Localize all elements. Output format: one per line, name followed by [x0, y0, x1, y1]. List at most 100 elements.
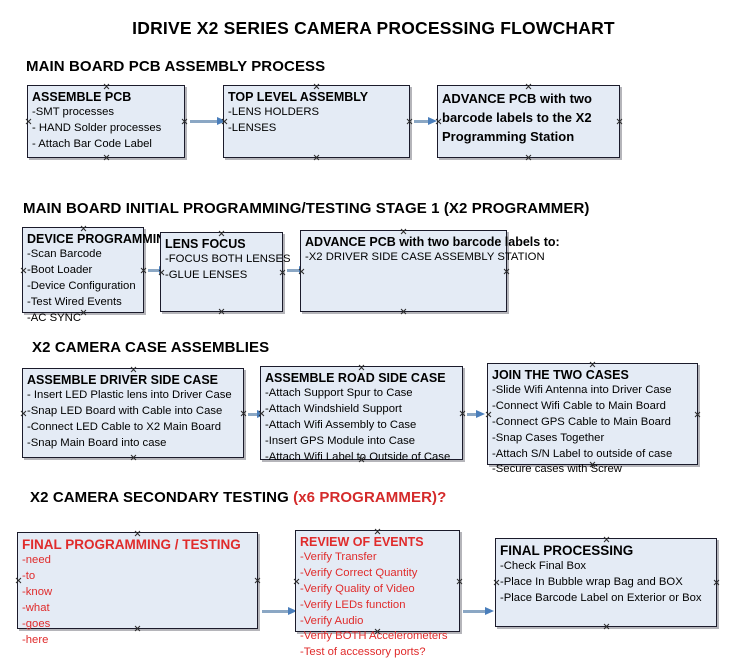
connector-handle-bottom[interactable] — [525, 154, 532, 161]
connector-handle-top[interactable] — [374, 528, 381, 535]
node-line: -goes — [22, 617, 51, 630]
connector-handle-right[interactable] — [503, 268, 510, 275]
connector-handle-right[interactable] — [694, 411, 701, 418]
connector-handle-right[interactable] — [616, 118, 623, 125]
connector-handle-top[interactable] — [603, 536, 610, 543]
node-lines: -Scan Barcode -Boot Loader -Device Confi… — [27, 247, 139, 326]
connector-handle-bottom[interactable] — [313, 154, 320, 161]
connector-handle-right[interactable] — [279, 269, 286, 276]
node-final-programming-testing[interactable]: FINAL PROGRAMMING / TESTING -need -to -k… — [15, 530, 261, 646]
node-join-the-two-cases[interactable]: JOIN THE TWO CASES -Slide Wifi Antenna i… — [485, 361, 701, 475]
node-line: -Connect LED Cable to X2 Main Board — [27, 420, 222, 433]
node-line: -Insert GPS Module into Case — [265, 434, 416, 447]
node-title: ASSEMBLE ROAD SIDE CASE — [265, 371, 446, 385]
node-lines: -Check Final Box -Place In Bubble wrap B… — [500, 559, 712, 606]
node-line: -Boot Loader — [27, 264, 93, 277]
section-heading-x2-camera-secondary-testing: X2 CAMERA SECONDARY TESTING (x6 PROGRAMM… — [30, 489, 446, 506]
arrow-lens-focus-to-advance-pcb-driver-side — [287, 265, 308, 274]
node-line: -AC SYNC — [27, 311, 81, 324]
connector-handle-bottom[interactable] — [400, 308, 407, 315]
section-heading-main-board-pcb-assembly: MAIN BOARD PCB ASSEMBLY PROCESS — [26, 58, 325, 75]
node-advance-pcb-programming-station[interactable]: ADVANCE PCB with two barcode labels to t… — [437, 85, 620, 158]
connector-handle-top[interactable] — [525, 83, 532, 90]
node-line: -Place Barcode Label on Exterior or Box — [500, 592, 702, 605]
connector-handle-bottom[interactable] — [603, 623, 610, 630]
arrow-device-programming-to-lens-focus — [148, 265, 168, 274]
connector-handle-top[interactable] — [313, 83, 320, 90]
connector-handle-top[interactable] — [103, 83, 110, 90]
connector-handle-bottom[interactable] — [130, 454, 137, 461]
connector-handle-top[interactable] — [130, 366, 137, 373]
node-advance-pcb-driver-side-station[interactable]: ADVANCE PCB with two barcode labels to: … — [300, 228, 560, 315]
node-lens-focus[interactable]: LENS FOCUS -FOCUS BOTH LENSES -GLUE LENS… — [160, 230, 291, 315]
node-lines: -Slide Wifi Antenna into Driver Case -Co… — [492, 383, 693, 478]
node-line: - Attach Bar Code Label — [32, 137, 152, 150]
node-final-processing[interactable]: FINAL PROCESSING -Check Final Box -Place… — [495, 538, 717, 627]
node-line: -Snap LED Board with Cable into Case — [27, 405, 223, 418]
arrow-top-level-assembly-to-advance-pcb — [414, 116, 437, 125]
node-title: ASSEMBLE DRIVER SIDE CASE — [27, 373, 219, 387]
connector-handle-right[interactable] — [406, 118, 413, 125]
node-line: -Device Configuration — [27, 279, 136, 292]
node-line: -Slide Wifi Antenna into Driver Case — [492, 384, 672, 397]
node-title: JOIN THE TWO CASES — [492, 368, 629, 382]
node-line: -Snap Cases Together — [492, 431, 605, 444]
node-assemble-driver-side-case[interactable]: ASSEMBLE DRIVER SIDE CASE - Insert LED P… — [22, 368, 244, 458]
node-lines: -FOCUS BOTH LENSES -GLUE LENSES — [165, 252, 291, 284]
section-heading-accent: (x6 PROGRAMMER)? — [293, 489, 447, 506]
connector-handle-left[interactable] — [25, 118, 32, 125]
node-line: -Check Final Box — [500, 560, 587, 573]
section-heading-text: MAIN BOARD INITIAL PROGRAMMING/TESTING S… — [23, 200, 590, 217]
node-line: -LENS HOLDERS — [228, 106, 320, 119]
connector-handle-right[interactable] — [181, 118, 188, 125]
connector-handle-left[interactable] — [485, 411, 492, 418]
node-assemble-pcb[interactable]: ASSEMBLE PCB -SMT processes - HAND Solde… — [27, 85, 185, 158]
node-line: -Connect GPS Cable to Main Board — [492, 415, 671, 428]
node-lines: -Attach Support Spur to Case -Attach Win… — [265, 386, 458, 465]
node-lines: -LENS HOLDERS -LENSES — [228, 105, 405, 137]
node-line: -know — [22, 586, 53, 599]
connector-handle-right[interactable] — [240, 410, 247, 417]
node-top-level-assembly[interactable]: TOP LEVEL ASSEMBLY -LENS HOLDERS -LENSES — [223, 85, 410, 158]
arrow-review-of-events-to-final-processing — [463, 606, 494, 615]
node-line-overflow: -Test of accessory ports? — [300, 646, 426, 659]
node-line: -LENSES — [228, 122, 277, 135]
connector-handle-bottom[interactable] — [103, 154, 110, 161]
node-line: -to — [22, 570, 36, 583]
connector-handle-right[interactable] — [140, 267, 147, 274]
connector-handle-top[interactable] — [80, 225, 87, 232]
connector-handle-left[interactable] — [20, 267, 27, 274]
node-line: -Scan Barcode — [27, 248, 102, 261]
connector-handle-left[interactable] — [20, 410, 27, 417]
connector-handle-top[interactable] — [134, 530, 141, 537]
node-line: -Attach Support Spur to Case — [265, 387, 413, 400]
connector-handle-top[interactable] — [358, 364, 365, 371]
node-lines: -X2 DRIVER SIDE CASE ASSEMBLY STATION — [305, 250, 545, 266]
node-review-of-events[interactable]: REVIEW OF EVENTS -Verify Transfer -Verif… — [293, 528, 463, 658]
node-line: -here — [22, 633, 49, 646]
connector-handle-right[interactable] — [254, 577, 261, 584]
connector-handle-right[interactable] — [713, 579, 720, 586]
node-device-programming[interactable]: DEVICE PROGRAMMING -Scan Barcode -Boot L… — [20, 225, 175, 324]
node-line: - Insert LED Plastic lens into Driver Ca… — [27, 389, 232, 402]
connector-handle-top[interactable] — [589, 361, 596, 368]
node-line: -Test Wired Events — [27, 295, 122, 308]
section-heading-x2-camera-case-assemblies: X2 CAMERA CASE ASSEMBLIES — [32, 339, 269, 356]
node-line: -Secure cases with Screw — [492, 463, 622, 476]
connector-handle-top[interactable] — [400, 228, 407, 235]
node-title: ADVANCE PCB with two barcode labels to t… — [442, 91, 592, 144]
connector-handle-right[interactable] — [456, 578, 463, 585]
connector-handle-left[interactable] — [293, 578, 300, 585]
connector-handle-left[interactable] — [15, 577, 22, 584]
connector-handle-top[interactable] — [218, 230, 225, 237]
connector-handle-bottom[interactable] — [218, 308, 225, 315]
arrow-final-programming-to-review-of-events — [262, 606, 297, 615]
node-title: REVIEW OF EVENTS — [300, 535, 424, 549]
connector-handle-left[interactable] — [493, 579, 500, 586]
arrow-road-side-to-join-cases — [467, 409, 485, 418]
connector-handle-right[interactable] — [459, 410, 466, 417]
section-heading-text: X2 CAMERA SECONDARY TESTING — [30, 489, 294, 506]
node-lines: -need -to -know -what -goes -here — [22, 553, 253, 648]
node-assemble-road-side-case[interactable]: ASSEMBLE ROAD SIDE CASE -Attach Support … — [260, 364, 466, 463]
